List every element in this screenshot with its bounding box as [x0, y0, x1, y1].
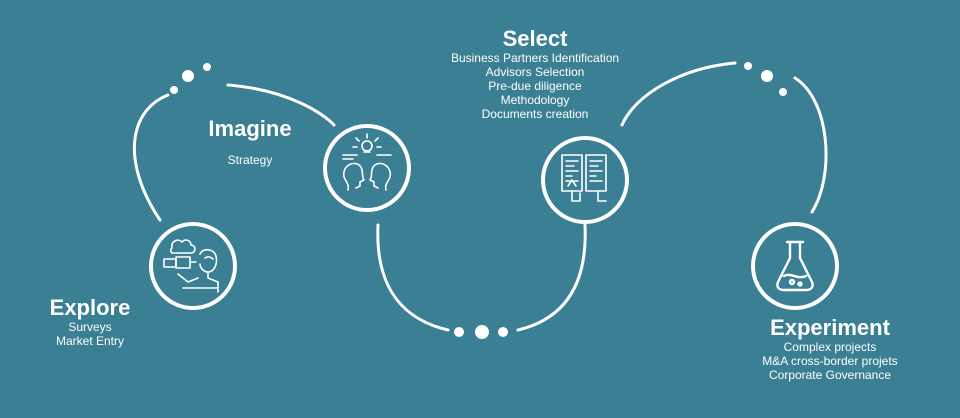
stage-title: Imagine: [208, 116, 292, 141]
telescope-person-icon: [149, 222, 237, 310]
brainstorm-heads-icon: [323, 124, 411, 212]
stage-item: Pre-due diligence: [488, 79, 582, 93]
stage-item: Business Partners Identification: [450, 51, 620, 65]
stage-item: Market Entry: [55, 334, 124, 348]
stage-select: Select Business Partners Identification …: [420, 26, 650, 122]
stage-explore: Explore Surveys Market Entry: [30, 295, 150, 349]
connector-arc: [620, 61, 737, 127]
dot-decoration: [182, 70, 194, 82]
stage-experiment: Experiment Complex projects M&A cross-bo…: [735, 315, 925, 383]
connector-arc: [376, 223, 450, 332]
stage-item: Surveys: [68, 320, 112, 334]
stage-item: Methodology: [500, 93, 570, 107]
stage-item: Corporate Governance: [768, 368, 892, 382]
connector-arc: [516, 223, 587, 332]
dot-decoration: [170, 86, 178, 94]
documents-selection-icon: [541, 136, 629, 224]
stage-imagine: Imagine Strategy: [190, 116, 310, 168]
flask-icon: [751, 222, 839, 310]
stage-item: M&A cross-border projets: [762, 354, 898, 368]
dot-decoration: [761, 70, 773, 82]
stage-title: Experiment: [770, 315, 890, 340]
dot-decoration: [454, 327, 464, 337]
dot-decoration: [203, 63, 211, 71]
connector-arc: [132, 93, 170, 222]
stage-item: Documents creation: [481, 107, 589, 121]
dot-decoration: [744, 62, 752, 70]
stage-item: Complex projects: [783, 340, 877, 354]
dot-decoration: [779, 88, 787, 96]
stage-item: Advisors Selection: [485, 65, 585, 79]
stage-title: Select: [502, 26, 568, 51]
connector-arc: [226, 83, 336, 127]
stage-item: Strategy: [227, 153, 273, 167]
stage-title: Explore: [49, 295, 131, 320]
connector-arc: [793, 76, 828, 214]
dot-decoration: [475, 325, 489, 339]
dot-decoration: [498, 327, 508, 337]
